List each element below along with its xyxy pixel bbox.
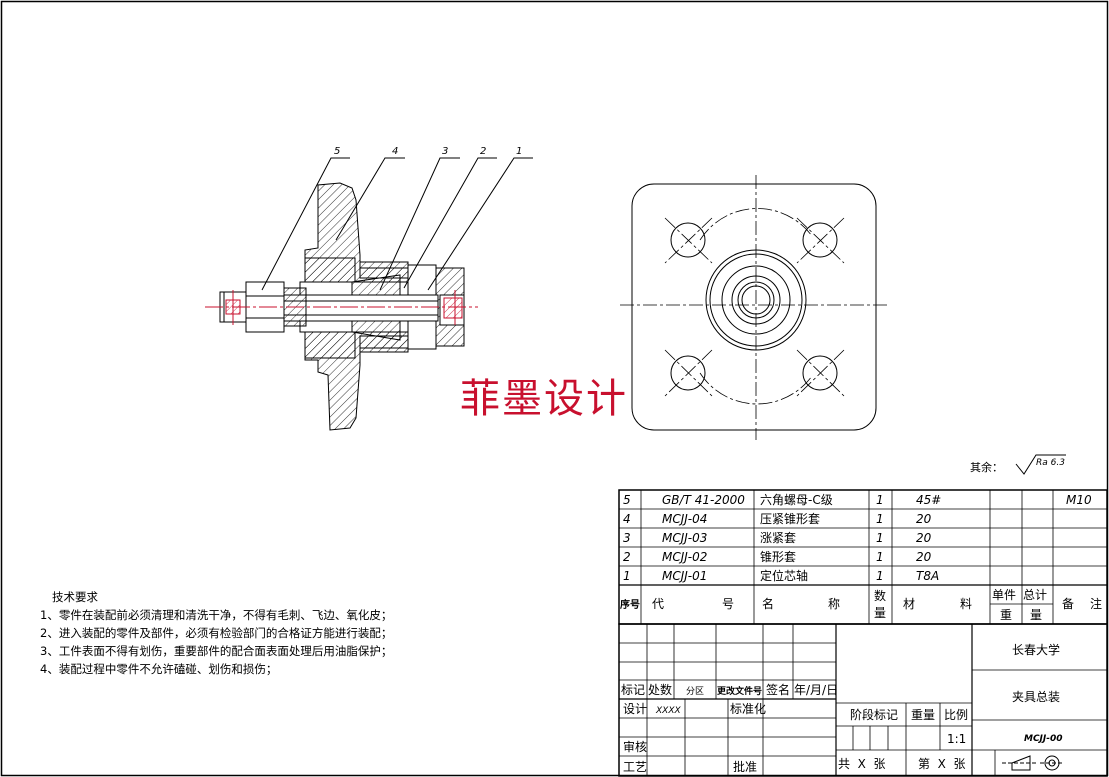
tb-count: 处数 [648,682,672,697]
tech-requirement-item: 1、零件在装配前必须清理和清洗干净，不得有毛刺、飞边、氧化皮； [40,608,393,622]
bom-qty: 1 [876,550,884,564]
surface-roughness-note: 其余： Ra 6.3 [970,454,1066,475]
drawing-name: 夹具总装 [1012,690,1060,704]
bom-code: MCJJ-02 [662,550,707,564]
bom-header-code-b: 号 [722,597,734,611]
bom-header-unit-a: 单件 [992,588,1016,602]
bom-header-note-a: 备 [1062,597,1074,611]
bom-code: MCJJ-01 [662,569,707,583]
balloon-1: 1 [516,146,522,157]
bom-header-mat-b: 料 [960,597,972,611]
tech-requirement-item: 2、进入装配的零件及部件，必须有检验部门的合格证方能进行装配； [40,626,393,640]
bom-name: 六角螺母-C级 [760,493,833,507]
balloon-labels: 5 4 3 2 1 [334,146,522,157]
bom-header-qty-a: 数 [874,588,886,603]
bom-header-mat-a: 材 [903,597,915,611]
bom-name: 压紧锥形套 [760,512,820,526]
balloon-4: 4 [392,146,398,157]
watermark: 菲墨设计 [460,376,628,422]
tb-stage: 阶段标记 [850,707,898,722]
bom-row: 3 MCJJ-03 涨紧套 1 20 [623,530,932,545]
bom-material: 20 [916,512,932,526]
tb-scale: 比例 [944,708,968,722]
bom-material: 20 [916,550,932,564]
bom-qty: 1 [876,512,884,526]
title-block-text: 长春大学 夹具总装 MCJJ-00 标记 处数 分区 更改文件号 签名 年/月/… [621,642,1063,774]
bom-row: 5 GB/T 41-2000 六角螺母-C级 1 45# M10 [623,493,1092,507]
leader-lines [261,157,533,291]
technical-requirements: 技术要求 1、零件在装配前必须清理和清洗干净，不得有毛刺、飞边、氧化皮； 2、进… [40,588,392,678]
bom-no: 1 [623,569,631,583]
end-view-centerlines [620,175,890,440]
balloon-3: 3 [442,146,448,157]
tech-requirement-item: 4、装配过程中零件不允许磕碰、划伤和损伤； [40,662,278,676]
drawing-number: MCJJ-00 [1024,734,1063,744]
bom-row: 4 MCJJ-04 压紧锥形套 1 20 [623,512,932,526]
bom-name: 定位芯轴 [760,568,808,583]
projection-symbol-icon [1002,755,1064,771]
tb-process: 工艺 [623,760,647,774]
bom-header-code-a: 代 [652,597,664,611]
roughness-value: Ra 6.3 [1036,458,1065,468]
bom-header-unit-b: 重 [1000,608,1012,622]
title-block-grid [618,623,1108,777]
bom-note: M10 [1066,493,1092,507]
tb-approve: 批准 [733,759,757,774]
tb-sheets-total: 共 X 张 [838,757,885,771]
tech-requirements-title: 技术要求 [52,590,98,604]
balloon-2: 2 [480,146,486,157]
bom-qty: 1 [876,493,884,507]
tech-requirement-item: 3、工件表面不得有划伤，重要部件的配合面表面处理后用油脂保护； [40,644,393,658]
bom-no: 2 [623,550,631,564]
tb-zone: 分区 [686,686,704,697]
tb-review: 审核 [623,739,647,754]
tb-sign: 签名 [766,682,790,697]
section-view [219,182,465,431]
tb-change-doc: 更改文件号 [717,685,762,697]
bom-row: 1 MCJJ-01 定位芯轴 1 T8A [623,568,939,583]
bom-no: 3 [623,531,631,545]
balloon-5: 5 [334,146,340,157]
roughness-symbol [1015,454,1066,475]
bom-no: 5 [623,493,631,507]
bom-material: T8A [916,569,939,583]
bom-header-note-b: 注 [1090,596,1102,611]
bom-no: 4 [623,512,631,526]
bom-header-name-b: 称 [828,597,840,611]
tb-sheet-no: 第 X 张 [918,757,965,771]
bom-code: MCJJ-03 [662,531,707,545]
bom-qty: 1 [876,569,884,583]
bom-header-total-b: 量 [1030,608,1042,622]
tb-design: 设计 [623,702,647,716]
tb-standard: 标准化 [730,702,766,716]
bom-name: 锥形套 [760,550,796,564]
bom-header-qty-b: 量 [874,606,886,620]
school-name: 长春大学 [1012,642,1060,657]
tb-scale-value: 1:1 [947,732,966,746]
tb-design-value: XXXX [655,706,681,716]
roughness-label: 其余： [970,460,1003,474]
bom-row: 2 MCJJ-02 锥形套 1 20 [623,550,932,564]
bom-material: 45# [916,493,941,507]
tb-mark: 标记 [621,683,645,697]
bom-header-name-a: 名 [762,596,774,611]
bom-rows: 5 GB/T 41-2000 六角螺母-C级 1 45# M10 4 MCJJ-… [623,493,1092,583]
bom-code: GB/T 41-2000 [662,493,745,507]
bom-name: 涨紧套 [760,530,796,545]
bom-material: 20 [916,531,932,545]
bom-header-total-a: 总计 [1023,588,1047,602]
tb-weight: 重量 [911,708,935,722]
bom-qty: 1 [876,531,884,545]
tb-date: 年/月/日 [794,683,838,697]
bom-header: 序号 代 号 名 称 数 量 材 料 单件 重 总计 量 备 注 [620,588,1102,622]
bom-code: MCJJ-04 [662,512,707,526]
bom-header-no: 序号 [620,598,640,611]
